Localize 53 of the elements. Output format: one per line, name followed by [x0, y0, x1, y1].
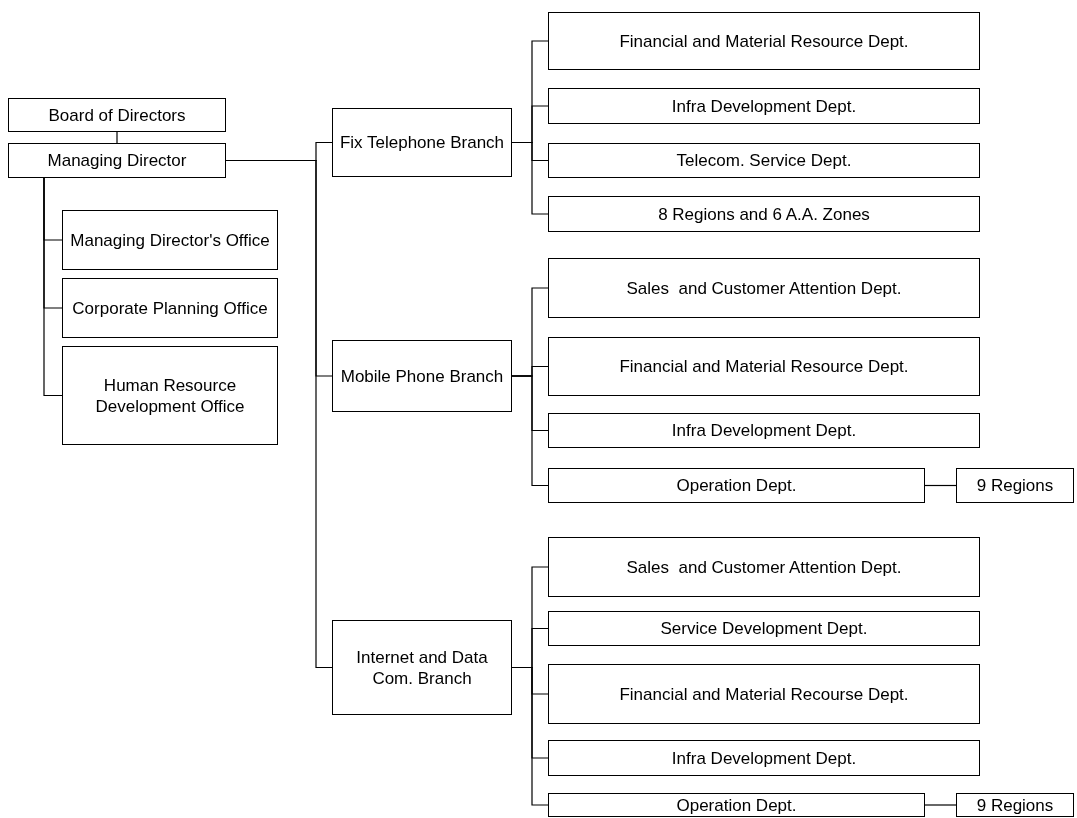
box-label: Infra Development Dept.: [671, 420, 857, 441]
org-box: [8, 98, 226, 132]
box-label: Board of Directors: [48, 104, 186, 126]
org-box: [548, 88, 980, 124]
connector-line: [511, 375, 549, 487]
connector-line: [924, 804, 957, 806]
box-label: Managing Director's Office: [70, 229, 270, 251]
org-box: [548, 793, 925, 817]
org-box: [956, 793, 1074, 817]
org-box: [548, 664, 980, 724]
box-label: Financial and Material Resource Dept.: [619, 30, 909, 52]
connector-line: [116, 131, 118, 144]
box-label: 9 Regions: [976, 794, 1054, 816]
box-label: 8 Regions and 6 A.A. Zones: [658, 203, 870, 225]
box-label: Service Development Dept.: [660, 618, 868, 639]
org-box: [548, 611, 980, 646]
org-box: [548, 143, 980, 178]
box-label: 9 Regions: [976, 475, 1054, 496]
connector-line: [511, 666, 549, 806]
box-label: Sales and Customer Attention Dept.: [626, 277, 902, 299]
org-box: [62, 278, 278, 338]
box-label: Mobile Phone Branch: [340, 365, 504, 387]
connector-line: [511, 141, 549, 215]
box-label: Managing Director: [47, 150, 187, 171]
box-label: Operation Dept.: [676, 475, 797, 496]
org-box: [956, 468, 1074, 503]
box-label: Operation Dept.: [676, 794, 797, 816]
box-label: Corporate Planning Office: [72, 297, 268, 319]
org-box: [548, 468, 925, 503]
box-label: Telecom. Service Dept.: [676, 150, 852, 171]
org-box: [548, 258, 980, 318]
org-box: [548, 413, 980, 448]
org-box: [332, 340, 512, 412]
connector-line: [924, 484, 957, 487]
box-label: Financial and Material Recourse Dept.: [619, 683, 909, 705]
box-label: Infra Development Dept.: [671, 95, 857, 117]
org-box: [8, 143, 226, 178]
org-box: [548, 196, 980, 232]
org-box: [332, 108, 512, 177]
org-box: [62, 346, 278, 445]
box-label: Fix Telephone Branch: [339, 132, 505, 153]
box-label: Sales and Customer Attention Dept.: [626, 556, 902, 578]
box-label: Internet and Data Com. Branch: [355, 646, 489, 689]
org-box: [548, 537, 980, 597]
box-label: Infra Development Dept.: [671, 747, 857, 769]
org-box: [548, 337, 980, 396]
org-box: [332, 620, 512, 715]
connector-line: [43, 177, 63, 397]
box-label: Human Resource Development Office: [94, 374, 246, 417]
box-label: Financial and Material Resource Dept.: [619, 356, 909, 377]
org-box: [548, 740, 980, 776]
org-box: [548, 12, 980, 70]
org-box: [62, 210, 278, 270]
